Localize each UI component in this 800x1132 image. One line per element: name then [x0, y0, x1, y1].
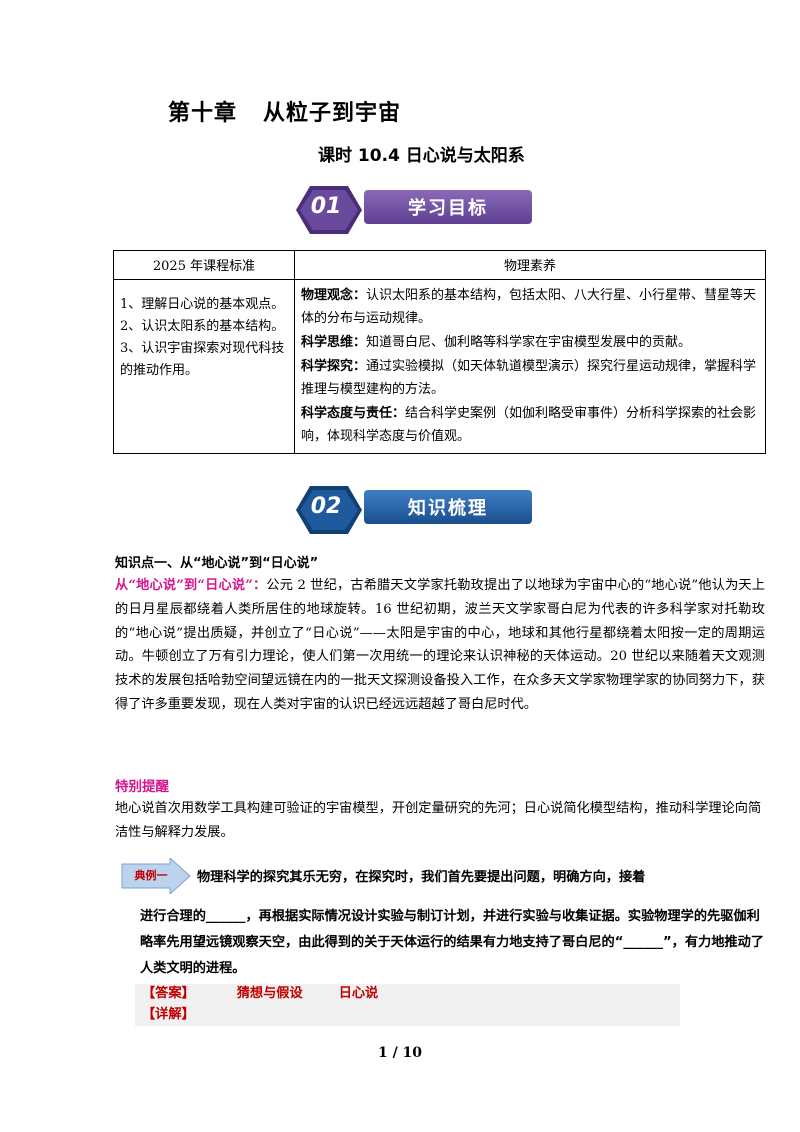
section-banner-learning-goals: 学习目标 01	[286, 180, 546, 240]
hexagon-badge-icon	[296, 186, 362, 234]
standard-item: 3、认识宇宙探索对现代科技的推动作用。	[120, 341, 285, 378]
table-header-literacy: 物理素养	[294, 250, 766, 280]
example-tag: 典例一	[120, 856, 192, 896]
banner-label: 知识梳理	[364, 490, 532, 524]
banner-number: 01	[310, 194, 342, 219]
answer-value: 日心说	[338, 986, 379, 1001]
section-banner-knowledge: 知识梳理 02	[286, 480, 546, 540]
banner-label: 学习目标	[364, 190, 532, 224]
arrow-tag-icon	[121, 856, 191, 896]
example-tag-label: 典例一	[134, 869, 168, 882]
literacy-item: 科学态度与责任：结合科学史案例（如伽利略受审事件）分析科学探索的社会影响，体现科…	[301, 406, 757, 444]
detail-label: 【详解】	[142, 1007, 195, 1022]
knowledge-point-body: 从“地心说”到“日心说”：公元 2 世纪，古希腊天文学家托勒玫提出了以地球为宇宙…	[115, 574, 765, 717]
answer-line: 【答案】 猜想与假设 日心说	[142, 984, 378, 1004]
chapter-name: 从粒子到宇宙	[263, 101, 402, 126]
answer-value: 猜想与假设	[236, 986, 303, 1001]
standard-item: 1、理解日心说的基本观点。	[120, 297, 285, 312]
literacy-item: 科学探究：通过实验模拟（如天体轨道模型演示）探究行星运动规律，掌握科学推理与模型…	[301, 359, 757, 397]
table-header-standard: 2025 年课程标准	[113, 250, 295, 280]
chapter-title: 第十章从粒子到宇宙	[168, 95, 401, 127]
page-number: 1 / 10	[377, 1045, 423, 1061]
standard-item: 2、认识太阳系的基本结构。	[120, 319, 285, 334]
answer-background	[135, 984, 680, 1026]
tip-body: 地心说首次用数学工具构建可验证的宇宙模型，开创定量研究的先河；日心说简化模型结构…	[115, 801, 762, 840]
literacy-cell: 物理观念：认识太阳系的基本结构，包括太阳、八大行星、小行星带、彗星等天体的分布与…	[294, 279, 766, 454]
tip-title: 特别提醒	[115, 779, 169, 795]
learning-goals-table: 2025 年课程标准 物理素养 1、理解日心说的基本观点。 2、认识太阳系的基本…	[113, 250, 766, 454]
knowledge-point-text: 公元 2 世纪，古希腊天文学家托勒玫提出了以地球为宇宙中心的“地心说”他认为天上…	[115, 578, 765, 712]
example-question-body: 进行合理的______，再根据实际情况设计实验与制订计划，并进行实验与收集证据。…	[140, 909, 764, 976]
literacy-item: 科学思维：知道哥白尼、伽利略等科学家在宇宙模型发展中的贡献。	[301, 335, 692, 350]
hexagon-badge-icon	[296, 486, 362, 534]
standards-cell: 1、理解日心说的基本观点。 2、认识太阳系的基本结构。 3、认识宇宙探索对现代科…	[113, 279, 295, 454]
example-question-first-line: 物理科学的探究其乐无穷，在探究时，我们首先要提出问题，明确方向，接着	[197, 870, 646, 885]
banner-number: 02	[310, 494, 342, 519]
chapter-label: 第十章	[168, 101, 238, 126]
literacy-item: 物理观念：认识太阳系的基本结构，包括太阳、八大行星、小行星带、彗星等天体的分布与…	[301, 288, 757, 326]
lesson-title: 课时 10.4 日心说与太阳系	[318, 146, 525, 166]
knowledge-point-lead: 从“地心说”到“日心说”：	[115, 578, 267, 593]
answer-label: 【答案】	[142, 986, 195, 1001]
knowledge-point-heading: 知识点一、从“地心说”到“日心说”	[115, 556, 319, 571]
